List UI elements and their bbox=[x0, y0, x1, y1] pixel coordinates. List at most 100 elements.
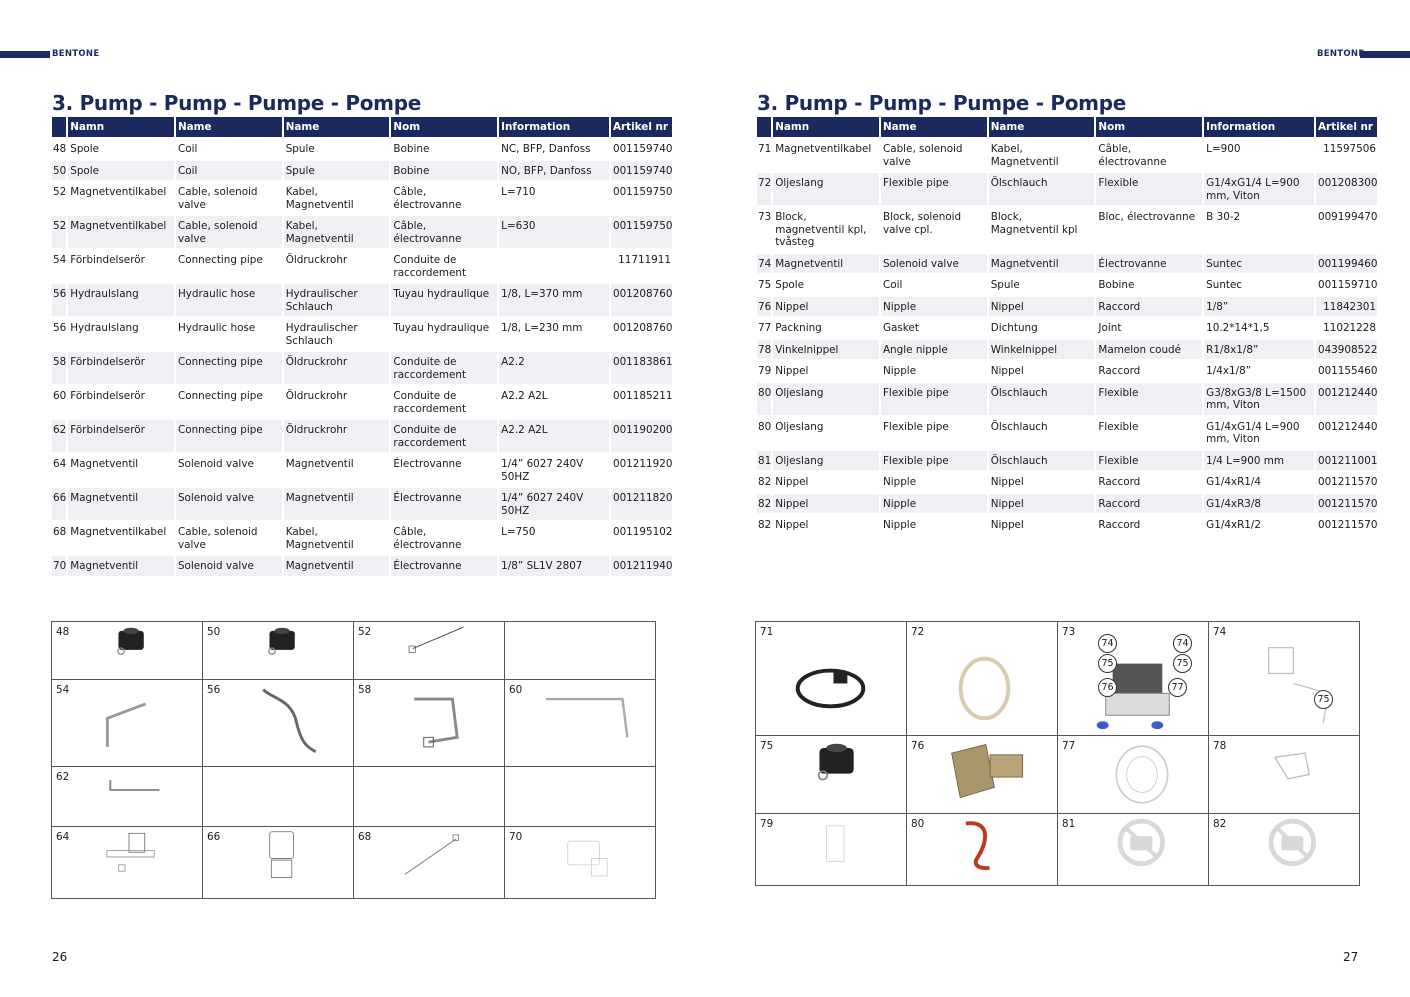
table-row: 75SpoleCoilSpuleBobineSuntec0011597101 bbox=[757, 273, 1377, 295]
hose-red-icon bbox=[965, 821, 990, 870]
cell-num: 77 bbox=[757, 316, 772, 338]
table-header: Namn Name Name Nom Information Artikel n… bbox=[757, 117, 1377, 137]
cell-english: Flexible pipe bbox=[880, 171, 987, 205]
parts-table-left: Namn Name Name Nom Information Artikel n… bbox=[50, 117, 674, 576]
cell-num: 82 bbox=[757, 491, 772, 513]
cell-article: 0012115703 bbox=[1315, 513, 1377, 535]
cell-num: 56 bbox=[52, 316, 67, 350]
empty-icon bbox=[505, 767, 655, 826]
cell-german: Hydraulischer Schlauch bbox=[283, 316, 390, 350]
nipple-outline-icon bbox=[826, 825, 845, 862]
cell-french: Conduite de raccordement bbox=[391, 418, 498, 452]
figure-label: 72 bbox=[911, 626, 925, 638]
cell-num: 62 bbox=[52, 418, 67, 452]
no-image-icon bbox=[1268, 818, 1316, 867]
cell-german: Winkelnippel bbox=[988, 337, 1095, 359]
cell-num: 64 bbox=[52, 452, 67, 486]
cell-information: 1/4” 6027 240V 50HZ bbox=[499, 452, 609, 486]
figure-label: 76 bbox=[911, 740, 925, 752]
cell-french: Électrovanne bbox=[1096, 251, 1203, 273]
cell-information: Suntec bbox=[1204, 273, 1314, 295]
figure-cell: 81 bbox=[1058, 814, 1209, 886]
cell-swedish: Spole bbox=[68, 137, 174, 159]
figure-label: 71 bbox=[760, 626, 774, 638]
empty-icon bbox=[354, 767, 504, 826]
figure-cell: 82 bbox=[1209, 814, 1360, 886]
cell-information: 1/4x1/8” bbox=[1204, 359, 1314, 381]
cell-german: Öldruckrohr bbox=[283, 248, 390, 282]
figure-label: 64 bbox=[56, 831, 70, 843]
figure-cell: 68 bbox=[354, 827, 505, 899]
cell-article: 0011597101 bbox=[1315, 273, 1377, 295]
cell-swedish: Magnetventilkabel bbox=[68, 180, 174, 214]
page-number-left: 26 bbox=[52, 950, 68, 964]
cell-swedish: Packning bbox=[773, 316, 879, 338]
cell-swedish: Hydraulslang bbox=[68, 282, 174, 316]
cell-french: Bobine bbox=[1096, 273, 1203, 295]
cell-information: 1/8, L=370 mm bbox=[499, 282, 609, 316]
cell-information bbox=[499, 248, 609, 282]
cell-french: Joint bbox=[1096, 316, 1203, 338]
cell-german: Kabel, Magnetventil bbox=[283, 214, 390, 248]
col-num-header bbox=[52, 117, 67, 137]
figure-cell: 48 bbox=[52, 622, 203, 680]
figure-label: 78 bbox=[1213, 740, 1227, 752]
cell-german: Magnetventil bbox=[283, 486, 390, 520]
cell-german: Kabel, Magnetventil bbox=[283, 180, 390, 214]
cell-french: Bobine bbox=[391, 137, 498, 159]
cell-article: 0011838611 bbox=[610, 350, 672, 384]
col-swedish-header: Namn bbox=[773, 117, 879, 137]
cell-num: 50 bbox=[52, 158, 67, 180]
figure-label: 80 bbox=[911, 818, 925, 830]
nipple-brass-icon bbox=[951, 744, 1024, 799]
figure-cell bbox=[203, 767, 354, 827]
cell-num: 80 bbox=[757, 380, 772, 415]
cell-french: Câble, électrovanne bbox=[391, 520, 498, 554]
cell-article: 11842301 bbox=[1315, 294, 1377, 316]
cell-french: Flexible bbox=[1096, 380, 1203, 415]
cell-french: Tuyau hydraulique bbox=[391, 282, 498, 316]
cell-information: A2.2 bbox=[499, 350, 609, 384]
parts-table-right: Namn Name Name Nom Information Artikel n… bbox=[755, 117, 1379, 535]
col-french-header: Nom bbox=[1096, 117, 1203, 137]
cell-article: 0012119203 bbox=[610, 452, 672, 486]
cell-information: Suntec bbox=[1204, 251, 1314, 273]
cell-num: 82 bbox=[757, 470, 772, 492]
figure-cell: 78 bbox=[1209, 736, 1360, 814]
cell-article: 11021228 bbox=[1315, 316, 1377, 338]
callout-marker: 75 bbox=[1098, 654, 1117, 673]
cell-article: 0012118203 bbox=[610, 486, 672, 520]
cell-english: Flexible pipe bbox=[880, 414, 987, 449]
figure-cell: 66 bbox=[203, 827, 354, 899]
pipe-long-icon bbox=[546, 697, 629, 738]
cell-english: Coil bbox=[175, 158, 282, 180]
figure-label: 82 bbox=[1213, 818, 1227, 830]
cell-swedish: Nippel bbox=[773, 491, 879, 513]
cell-num: 52 bbox=[52, 214, 67, 248]
cell-information: 10.2*14*1,5 bbox=[1204, 316, 1314, 338]
cell-german: Nippel bbox=[988, 513, 1095, 535]
cell-information: 1/4” 6027 240V 50HZ bbox=[499, 486, 609, 520]
callout-marker: 76 bbox=[1098, 678, 1117, 697]
cell-german: Öldruckrohr bbox=[283, 350, 390, 384]
brand-label-right: BENTONE bbox=[1317, 49, 1365, 59]
figure-cell bbox=[354, 767, 505, 827]
cell-german: Magnetventil bbox=[988, 251, 1095, 273]
cell-english: Nipple bbox=[880, 470, 987, 492]
cell-french: Flexible bbox=[1096, 414, 1203, 449]
page-title-right: 3. Pump - Pump - Pumpe - Pompe bbox=[757, 91, 1126, 115]
cell-num: 66 bbox=[52, 486, 67, 520]
figure-label: 48 bbox=[56, 626, 70, 638]
